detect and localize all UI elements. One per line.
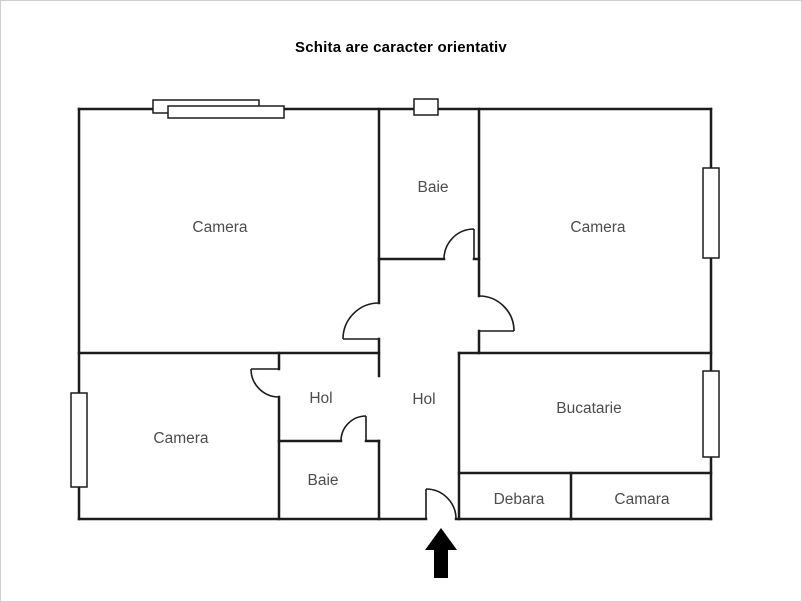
door-camera-top-right xyxy=(478,295,515,332)
windows xyxy=(70,98,720,488)
walls xyxy=(77,107,713,521)
room-label-camera-top-left: Camera xyxy=(192,219,248,236)
room-label-camera-bottom-left: Camera xyxy=(153,430,209,447)
door-camera-bottom-left xyxy=(250,368,280,398)
door-baie-top xyxy=(443,228,475,260)
window-right-upper xyxy=(702,167,720,259)
entrance-arrow-icon xyxy=(425,528,457,578)
plan-title: Schita are caracter orientativ xyxy=(295,39,507,56)
room-label-camera-top-right: Camera xyxy=(570,219,626,236)
window-right-lower xyxy=(702,370,720,458)
room-label-debara: Debara xyxy=(493,491,545,508)
door-entrance xyxy=(425,488,457,520)
window-left xyxy=(70,392,88,488)
door-arcs xyxy=(250,228,515,520)
room-label-hol-small: Hol xyxy=(309,390,333,407)
door-camera-top-left xyxy=(342,302,380,340)
room-label-hol-main: Hol xyxy=(412,391,436,408)
window-top-left-b xyxy=(167,105,285,119)
door-baie-bottom xyxy=(340,415,367,442)
room-label-camara: Camara xyxy=(614,491,670,508)
room-label-baie-top: Baie xyxy=(417,179,449,196)
window-baie-top xyxy=(413,98,439,116)
room-label-baie-bottom: Baie xyxy=(307,472,339,489)
room-label-bucatarie: Bucatarie xyxy=(556,400,622,417)
